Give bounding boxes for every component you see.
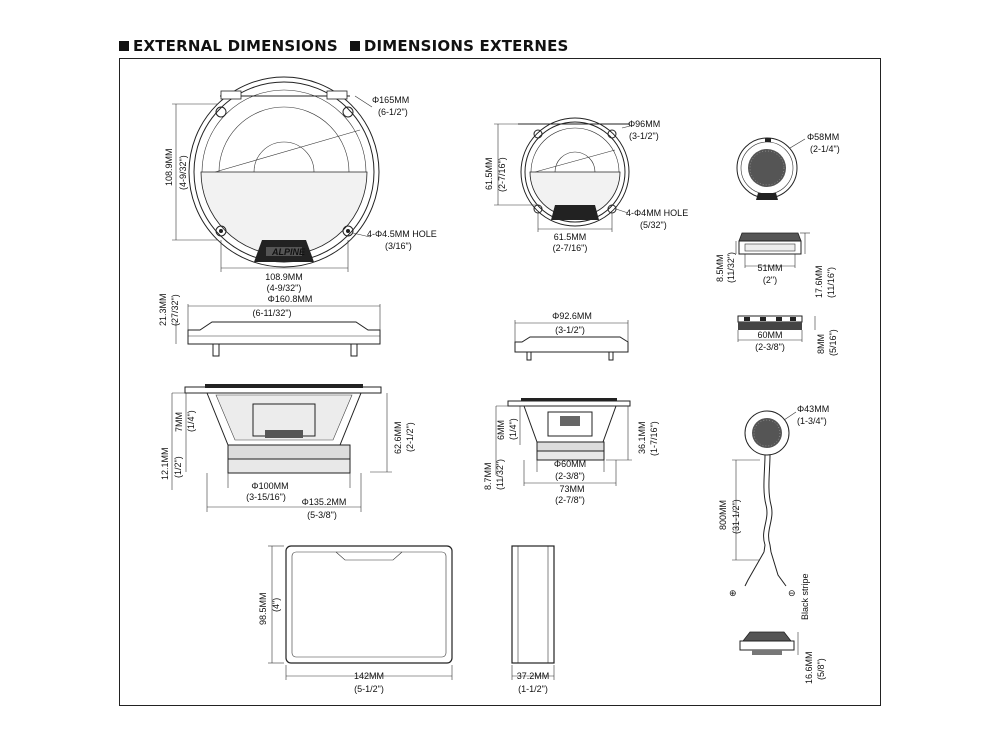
tweeter43-cable: 800MM (31-1/2") ⊕ ⊖ Black stripe [718,454,810,620]
tweeter43-cable-inch-label: (31-1/2") [731,499,741,534]
tweeter58-width2-inch-label: (2-3/8") [755,342,785,352]
woofer96-hole-inch-label: (5/32") [640,220,667,230]
woofer165-cutout-diameter-inch-label: (5-3/8") [307,510,337,520]
woofer96-magnet-diameter-label: Φ60MM [554,459,586,469]
tweeter58-width1-label: 51MM [757,263,782,273]
heading-square-icon [119,41,129,51]
tweeter58-height1-label: 8.5MM [715,254,725,282]
woofer165-hole-inch-label: (3/16") [385,241,412,251]
network-depth-inch-label: (1-1/2") [518,684,548,694]
network-width-label: 142MM [354,671,384,681]
woofer96-height-label: 61.5MM [484,157,494,190]
woofer165-profile-view: 7MM (1/4") 12.1MM (1/2") 62.6MM (2-1/2")… [160,384,415,520]
tweeter43-side-view: 16.6MM (5/8") [739,631,826,684]
tweeter43-positive-icon: ⊕ [729,588,737,598]
tweeter58-width1-inch-label: (2") [763,275,777,285]
woofer165-front-dimensions: 108.9MM (4-9/32") 108.9MM (4-9/32") Φ165… [164,95,437,293]
tweeter58-surface-mount-view: 60MM (2-3/8") 8MM (5/16") [737,315,838,356]
tweeter58-height1-inch-label: (11/32") [726,252,736,283]
tweeter43-height-label: 16.6MM [804,651,814,684]
tweeter58-front-view: Φ58MM (2-1/4") [736,132,840,200]
tweeter58-height3-label: 8MM [816,334,826,354]
woofer165-side-height-inch-label: (27/32") [170,294,180,326]
woofer96-width-label: 61.5MM [554,232,587,242]
tweeter43-negative-icon: ⊖ [788,588,796,598]
woofer165-depth-total-inch-label: (1/2") [173,456,183,478]
woofer165-height-inch-label: (4-9/32") [178,155,188,190]
woofer96-front-view [518,117,630,227]
woofer165-depth-top-inch-label: (1/4") [186,410,196,432]
woofer96-diameter-label: Φ96MM [628,119,660,129]
tweeter58-height2-inch-label: (11/16") [826,267,836,298]
woofer96-magnet-diameter-inch-label: (2-3/8") [555,471,585,481]
woofer96-side-diameter-label: Φ92.6MM [552,311,592,321]
network-side-view: 37.2MM (1-1/2") [511,545,555,694]
woofer96-hole-label: 4-Φ4MM HOLE [626,208,688,218]
tweeter43-diameter-label: Φ43MM [797,404,829,414]
network-front-view: 98.5MM (4") 142MM (5-1/2") [258,545,453,694]
woofer96-magnet-height-inch-label: (1-7/16") [649,421,659,456]
woofer96-depth-top-inch-label: (1/4") [508,418,518,440]
network-width-inch-label: (5-1/2") [354,684,384,694]
tweeter43-front-view: Φ43MM (1-3/4") [744,404,829,456]
network-height-inch-label: (4") [271,598,281,612]
page-heading: EXTERNAL DIMENSIONS DIMENSIONS EXTERNES [119,36,569,56]
tweeter58-width2-label: 60MM [757,330,782,340]
woofer96-depth-total-inch-label: (11/32") [495,459,505,490]
woofer165-height-label: 108.9MM [164,148,174,186]
heading-french: DIMENSIONS EXTERNES [349,36,569,56]
woofer165-width-label: 108.9MM [265,272,303,282]
woofer165-side-diameter-label: Φ160.8MM [268,294,313,304]
tweeter58-height2-label: 17.6MM [814,265,824,298]
woofer96-diameter-inch-label: (3-1/2") [629,131,659,141]
tweeter43-cable-label: 800MM [718,500,728,530]
woofer165-magnet-height-inch-label: (2-1/2") [405,422,415,452]
heading-english-text: EXTERNAL DIMENSIONS [133,37,338,55]
network-depth-label: 37.2MM [517,671,550,681]
tweeter43-diameter-inch-label: (1-3/4") [797,416,827,426]
woofer165-diameter-label: Φ165MM [372,95,409,105]
woofer165-magnet-diameter-inch-label: (3-15/16") [246,492,286,502]
woofer96-depth-top-label: 6MM [496,420,506,440]
woofer165-front-view: ALPINE [188,76,380,268]
woofer165-side-height-label: 21.3MM [158,293,168,326]
tweeter58-diameter-inch-label: (2-1/4") [810,144,840,154]
woofer165-depth-total-label: 12.1MM [160,447,170,480]
woofer96-depth-total-label: 8.7MM [483,462,493,490]
woofer96-height-inch-label: (2-7/16") [497,157,507,192]
network-height-label: 98.5MM [258,592,268,625]
tweeter43-height-inch-label: (5/8") [816,658,826,680]
woofer96-cutout-inch-label: (2-7/8") [555,495,585,505]
woofer165-depth-top-label: 7MM [174,412,184,432]
woofer165-flange-view: Φ160.8MM (6-11/32") 21.3MM (27/32") [158,293,381,357]
woofer165-hole-label: 4-Φ4.5MM HOLE [367,229,437,239]
woofer165-brand-label: ALPINE [271,247,306,257]
heading-square-icon [349,41,360,51]
tweeter58-side-view: 8.5MM (11/32") 51MM (2") 17.6MM (11/16") [715,232,836,298]
woofer96-width-inch-label: (2-7/16") [553,243,588,253]
woofer165-side-diameter-inch-label: (6-11/32") [252,308,291,318]
tweeter58-diameter-label: Φ58MM [807,132,839,142]
heading-french-text: DIMENSIONS EXTERNES [363,37,569,55]
drawing-frame [119,58,881,706]
tweeter58-height3-inch-label: (5/16") [828,329,838,356]
woofer96-side-diameter-inch-label: (3-1/2") [555,325,585,335]
woofer96-magnet-height-label: 36.1MM [637,421,647,454]
woofer96-front-dimensions: 61.5MM (2-7/16") 61.5MM (2-7/16") Φ96MM … [484,119,688,253]
woofer165-magnet-diameter-label: Φ100MM [251,481,288,491]
woofer165-magnet-height-label: 62.6MM [393,421,403,454]
woofer96-profile-view: 6MM (1/4") 8.7MM (11/32") 36.1MM (1-7/16… [483,398,659,505]
woofer165-diameter-inch-label: (6-1/2") [378,107,408,117]
tweeter43-black-stripe-label: Black stripe [800,573,810,620]
woofer96-flange-view: Φ92.6MM (3-1/2") [514,311,629,361]
woofer165-cutout-diameter-label: Φ135.2MM [302,497,347,507]
woofer165-width-inch-label: (4-9/32") [267,283,302,293]
woofer96-cutout-label: 73MM [559,484,584,494]
heading-english: EXTERNAL DIMENSIONS [119,36,338,56]
